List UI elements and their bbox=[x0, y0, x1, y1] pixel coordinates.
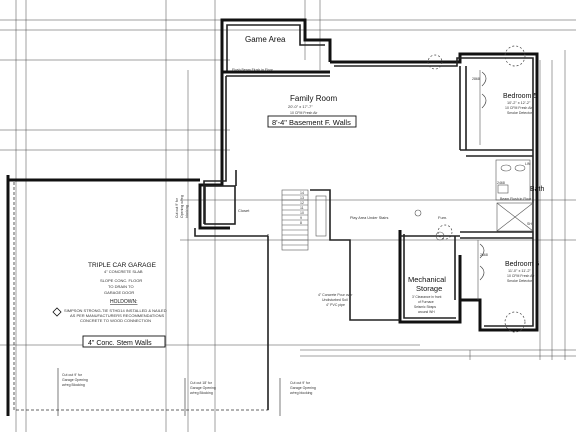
mechanical-label: Mechanical bbox=[408, 275, 446, 284]
holdown-diamond-icon bbox=[52, 307, 62, 317]
game-area: Game Area Flush Beam Flush in Floor bbox=[220, 18, 332, 73]
mechanical-storage: Mechanical Storage 3' Clearance in front… bbox=[400, 209, 460, 314]
stair-num: 11 bbox=[300, 206, 304, 210]
cutout2-c: w/reg Blocking bbox=[190, 391, 213, 395]
cutout1-c: w/reg Blocking bbox=[62, 383, 85, 387]
game-beam-note: Flush Beam Flush in Floor bbox=[232, 68, 274, 72]
basement-walls-callout bbox=[267, 115, 357, 128]
bedroom-5: Bedroom 5 10'-2" x 12'-2" 10 CFM Fresh A… bbox=[427, 45, 537, 157]
cutout2-a: Cut out 18' for bbox=[190, 381, 213, 385]
cutout3-b: Garage Opening bbox=[290, 386, 316, 390]
bedroom5-door-tag: 2868 bbox=[472, 77, 480, 81]
holdown-title: HOLDOWN: bbox=[110, 299, 138, 305]
basement-walls-text: 8'-4" Basement F. Walls bbox=[272, 118, 351, 127]
stem-walls-callout bbox=[82, 335, 166, 348]
mech-note-2: of Furnace bbox=[418, 300, 434, 304]
bedroom6-door-tag: 2668 bbox=[480, 253, 488, 257]
furn-label: Furn. bbox=[438, 215, 447, 220]
bedroom5-label: Bedroom 5 bbox=[503, 93, 537, 100]
bath-label: Bath bbox=[530, 186, 545, 193]
basement-walls bbox=[198, 52, 539, 332]
holdown-text-3: CONCRETE TO WOOD CONNECTION bbox=[80, 318, 151, 323]
garage: TRIPLE CAR GARAGE 4" CONCRETE SLAB SLOPE… bbox=[6, 175, 316, 416]
bedroom-6: Bedroom 6 11'-0" x 11'-2" 10 CFM Fresh A… bbox=[437, 224, 539, 333]
side-cutout-note: Cut out 9' for Opening w/reg blocking bbox=[175, 195, 189, 218]
cutout3-a: Cut out 9' for bbox=[290, 381, 311, 385]
cutout1-b: Garage Opening bbox=[62, 378, 88, 382]
garage-slope-3: GARAGE DOOR bbox=[104, 290, 134, 295]
bedroom5-dims: 10'-2" x 12'-2" bbox=[507, 101, 531, 105]
bedroom5-note2: Smoke Detector bbox=[507, 111, 533, 115]
family-room: Family Room 20'-0" x 17'-7" 10 CFM Fresh… bbox=[267, 94, 357, 128]
bedroom6-label: Bedroom 6 bbox=[505, 261, 539, 268]
cutout1-a: Cut out 9' for bbox=[62, 373, 83, 377]
side-cutout-3: blocking bbox=[185, 205, 189, 218]
bath-lin-tag: LIN bbox=[525, 162, 531, 166]
stair-num: 10 bbox=[300, 211, 304, 215]
cutout3-c: w/reg blocking bbox=[290, 391, 312, 395]
family-room-label: Family Room bbox=[290, 94, 337, 103]
stair-num: 12 bbox=[300, 201, 304, 205]
bath: Bath LIN 2468 Beam Flush in Floor SH bbox=[495, 159, 545, 232]
holdown-text-2: AS PER MANUFACTURERS RECOMMENDATIONS bbox=[70, 313, 164, 318]
cutout2-b: Garage Opening bbox=[190, 386, 216, 390]
garage-slope-2: TO DRAIN TO bbox=[108, 284, 134, 289]
stair-num: 14 bbox=[300, 191, 304, 195]
mech-note-4: around WH bbox=[418, 310, 435, 314]
bath-sh-tag: SH bbox=[527, 222, 532, 226]
stair-num: 13 bbox=[300, 196, 304, 200]
bedroom6-note1: 10 CFM Fresh Air bbox=[507, 274, 535, 278]
bedroom6-note2: Smoke Detector bbox=[507, 279, 533, 283]
side-cutout-1: Cut out 9' for bbox=[175, 197, 179, 218]
closet: Closet bbox=[204, 170, 250, 225]
stair-num: 9 bbox=[300, 216, 302, 220]
family-room-dims: 20'-0" x 17'-7" bbox=[288, 104, 313, 109]
bedroom5-note1: 10 CFM Fresh Air bbox=[505, 106, 533, 110]
side-cutout-2: Opening w/reg bbox=[180, 195, 184, 218]
conc-pour-1: 4" Concrete Pour over bbox=[318, 293, 353, 297]
stairs: 14 13 12 11 10 9 8 Play Area Under Stair… bbox=[281, 189, 400, 321]
stem-walls-text: 4" Conc. Stem Walls bbox=[88, 340, 152, 347]
mech-note-3: Seismic Straps bbox=[414, 305, 436, 309]
bedroom6-dims: 11'-0" x 11'-2" bbox=[508, 269, 531, 273]
conc-pour-2: Undisturbed Soil bbox=[322, 298, 348, 302]
holdown-text-1: SIMPSON STRONG-TIE STHD14 INSTALLED & NA… bbox=[64, 308, 167, 313]
bath-door-tag: 2468 bbox=[497, 181, 505, 185]
garage-label: TRIPLE CAR GARAGE bbox=[88, 262, 157, 269]
play-area-label: Play Area Under Stairs bbox=[350, 216, 389, 220]
stair-num: 8 bbox=[300, 221, 302, 225]
family-room-note: 10 CFM Fresh Air bbox=[290, 111, 318, 115]
storage-label: Storage bbox=[416, 284, 442, 293]
mech-note-1: 3' Clearance in front bbox=[412, 295, 441, 299]
garage-slope-1: SLOPE CONC. FLOOR bbox=[100, 278, 142, 283]
game-area-label: Game Area bbox=[245, 35, 286, 44]
bath-beam-note: Beam Flush in Floor bbox=[500, 197, 532, 201]
conc-pour-3: 4" PVC pipe bbox=[326, 303, 345, 307]
stair-numbers: 14 13 12 11 10 9 8 bbox=[300, 191, 304, 225]
closet-label: Closet bbox=[238, 208, 250, 213]
garage-slab: 4" CONCRETE SLAB bbox=[104, 269, 143, 274]
